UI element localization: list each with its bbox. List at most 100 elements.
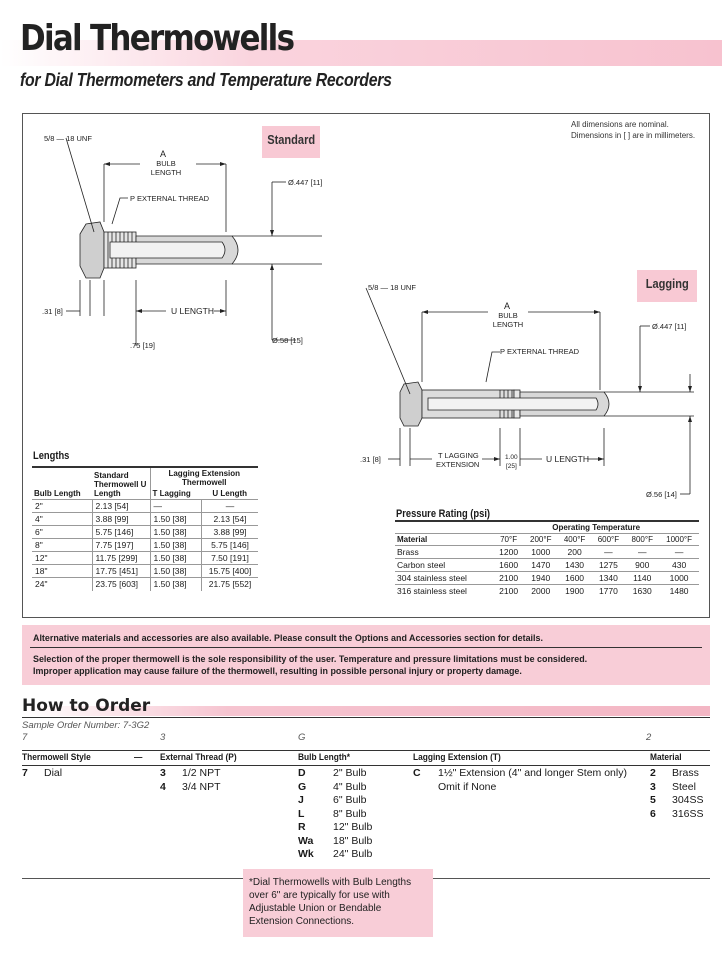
lengths-cell: 3.88 [99] bbox=[201, 525, 258, 539]
lengths-cell: 8" bbox=[32, 538, 92, 552]
lengths-cell: 21.75 [552] bbox=[201, 577, 258, 591]
lengths-row: 6"5.75 [146]1.50 [38]3.88 [99] bbox=[32, 525, 258, 539]
lengths-cell: 7.75 [197] bbox=[91, 538, 150, 552]
lagging-name: 1½" Extension (4" and longer Stem only) bbox=[438, 767, 627, 779]
pressure-temp-header: 70°F bbox=[493, 533, 524, 546]
sample-order-number: Sample Order Number: 7-3G2 bbox=[22, 720, 150, 731]
lag-thread-callout: 5/8 — 18 UNF bbox=[368, 283, 416, 292]
lagging-label: Lagging bbox=[637, 270, 697, 302]
lag-dim-25: [25] bbox=[506, 463, 517, 470]
lengths-header-standard: Standard Thermowell U Length bbox=[92, 466, 150, 500]
howto-band bbox=[22, 706, 710, 716]
howto-rule bbox=[22, 717, 710, 718]
pressure-value: 1340 bbox=[591, 571, 626, 585]
page-title: Dial Thermowells bbox=[20, 18, 295, 59]
pressure-value: 1900 bbox=[557, 584, 592, 598]
style-code: 7 bbox=[22, 767, 28, 779]
pressure-value: 1430 bbox=[557, 558, 592, 572]
std-dim-75: .75 [19] bbox=[130, 341, 155, 350]
lengths-cell: — bbox=[201, 499, 258, 513]
lengths-title: Lengths bbox=[33, 450, 70, 462]
order-header-dash: — bbox=[134, 752, 143, 763]
lengths-header-lagging-group: Lagging Extension Thermowell bbox=[149, 466, 258, 488]
pressure-material-header: Material bbox=[395, 533, 494, 546]
order-header-material: Material bbox=[650, 752, 682, 763]
thread-name: 3/4 NPT bbox=[182, 780, 221, 793]
lengths-header-t: T Lagging bbox=[149, 488, 202, 500]
bulb-name: 8" Bulb bbox=[333, 807, 367, 820]
lengths-cell: 1.50 [38] bbox=[149, 551, 202, 565]
std-dia-top: Ø.447 [11] bbox=[288, 178, 322, 187]
lengths-cell: 1.50 [38] bbox=[149, 564, 202, 578]
lag-p-thread: P EXTERNAL THREAD bbox=[500, 347, 580, 356]
lengths-table: Bulb Length Standard Thermowell U Length… bbox=[32, 466, 258, 591]
pressure-value: 1470 bbox=[523, 558, 558, 572]
pressure-material: Carbon steel bbox=[395, 558, 494, 572]
bulb-name: 24" Bulb bbox=[333, 848, 373, 860]
material-code: 2 bbox=[650, 767, 656, 779]
lag-length-label: LENGTH bbox=[493, 320, 523, 329]
dimension-note-line2: Dimensions in [ ] are in millimeters. bbox=[571, 131, 696, 140]
lengths-cell: 4" bbox=[32, 512, 92, 526]
lag-extension: EXTENSION bbox=[436, 460, 479, 469]
lag-a-label: A bbox=[504, 301, 510, 311]
bulb-code: J bbox=[298, 794, 304, 806]
lengths-cell: 18" bbox=[32, 564, 92, 578]
bulb-option: J 6" Bulb bbox=[298, 794, 372, 808]
pressure-value: 1200 bbox=[493, 545, 524, 559]
thread-code: 3 bbox=[160, 767, 166, 779]
std-thread-callout: 5/8 — 18 UNF bbox=[44, 134, 92, 143]
std-bulb-label: BULB bbox=[156, 159, 176, 168]
material-name: 316SS bbox=[672, 807, 704, 820]
pressure-group-header: Operating Temperature bbox=[493, 520, 699, 534]
pressure-temp-header: 600°F bbox=[591, 533, 626, 546]
diagram-frame bbox=[22, 113, 710, 618]
lengths-row: 8"7.75 [197]1.50 [38]5.75 [146] bbox=[32, 538, 258, 552]
order-header-style: Thermowell Style bbox=[22, 752, 91, 763]
lengths-cell: — bbox=[149, 499, 202, 513]
bulb-code: R bbox=[298, 821, 306, 833]
lag-u-length: U LENGTH bbox=[546, 454, 589, 464]
pressure-value: 1630 bbox=[625, 584, 660, 598]
lengths-cell: 6" bbox=[32, 525, 92, 539]
lengths-header-bulb: Bulb Length bbox=[32, 466, 92, 500]
lagging-code: C bbox=[413, 767, 421, 779]
pressure-value: 2100 bbox=[493, 571, 524, 585]
lengths-header-u: U Length bbox=[212, 489, 248, 498]
pressure-temp-header: 1000°F bbox=[659, 533, 699, 546]
lagging-omit: Omit if None bbox=[438, 780, 497, 793]
lengths-cell: 2.13 [54] bbox=[91, 499, 150, 513]
pressure-value: 1000 bbox=[523, 545, 558, 559]
pressure-value: 1000 bbox=[659, 571, 699, 585]
lengths-cell: 11.75 [299] bbox=[91, 551, 150, 565]
notice-box: Alternative materials and accessories ar… bbox=[22, 625, 710, 685]
bulb-footnote: *Dial Thermowells with Bulb Lengths over… bbox=[243, 869, 433, 937]
pressure-value: 900 bbox=[625, 558, 660, 572]
bulb-name: 2" Bulb bbox=[333, 767, 367, 779]
lengths-row: 24"23.75 [603]1.50 [38]21.75 [552] bbox=[32, 577, 258, 591]
pressure-value: 430 bbox=[659, 558, 699, 572]
bulb-name: 6" Bulb bbox=[333, 794, 367, 806]
pressure-value: 2000 bbox=[523, 584, 558, 598]
lengths-cell: 5.75 [146] bbox=[201, 538, 258, 552]
material-code: 3 bbox=[650, 780, 656, 793]
pressure-value: 1940 bbox=[523, 571, 558, 585]
standard-label: Standard bbox=[262, 126, 320, 158]
lengths-cell: 1.50 [38] bbox=[149, 577, 202, 591]
page-subtitle: for Dial Thermometers and Temperature Re… bbox=[20, 70, 392, 90]
pressure-value: — bbox=[659, 545, 699, 559]
lag-t-lagging: T LAGGING bbox=[438, 451, 479, 460]
lagging-option: C 1½" Extension (4" and longer Stem only)… bbox=[413, 767, 627, 794]
